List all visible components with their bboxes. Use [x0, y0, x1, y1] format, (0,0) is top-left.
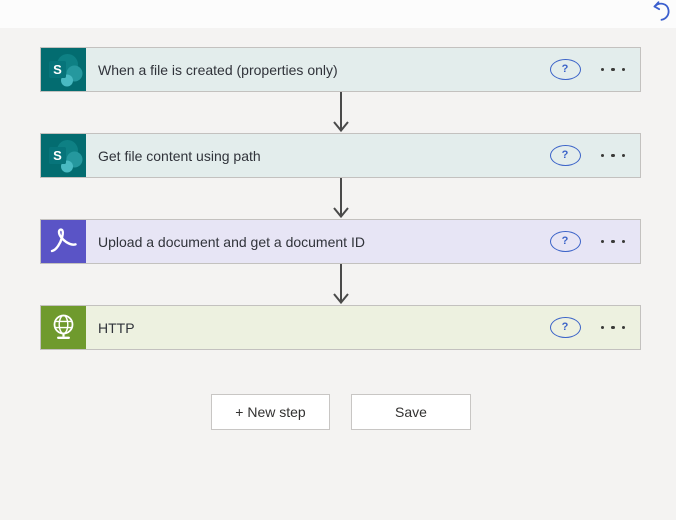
more-options-icon[interactable] [599, 61, 628, 79]
step-title: HTTP [98, 319, 135, 336]
dot [600, 239, 604, 244]
connector-arrow-icon[interactable] [332, 178, 350, 219]
card-actions: ? [549, 48, 641, 91]
flow-step-upload-document[interactable]: Upload a document and get a document ID … [40, 219, 641, 264]
flow-step-when-file-created[interactable]: S When a file is created (properties onl… [40, 47, 641, 92]
help-icon[interactable]: ? [549, 59, 581, 80]
flow-step-http[interactable]: HTTP ? [40, 305, 641, 350]
dot [611, 153, 615, 158]
svg-text:S: S [53, 62, 62, 77]
flow-step-get-file-content[interactable]: S Get file content using path ? [40, 133, 641, 178]
sharepoint-icon: S [41, 48, 86, 91]
more-options-icon[interactable] [599, 319, 628, 337]
dot [621, 239, 625, 244]
help-icon[interactable]: ? [549, 231, 581, 252]
new-step-button[interactable]: + New step [211, 394, 330, 430]
save-button[interactable]: Save [351, 394, 471, 430]
sharepoint-icon: S [41, 134, 86, 177]
card-actions: ? [549, 220, 641, 263]
step-title: Get file content using path [98, 147, 261, 164]
dot [611, 67, 615, 72]
dot [600, 153, 604, 158]
dot [621, 153, 625, 158]
help-icon[interactable]: ? [549, 145, 581, 166]
dot [621, 325, 625, 330]
undo-icon [653, 1, 670, 21]
connector-arrow-icon[interactable] [332, 92, 350, 133]
dot [611, 239, 615, 244]
dot [621, 67, 625, 72]
step-title: When a file is created (properties only) [98, 61, 338, 78]
card-actions: ? [549, 134, 641, 177]
undo-button[interactable] [648, 0, 674, 26]
step-title: Upload a document and get a document ID [98, 233, 365, 250]
more-options-icon[interactable] [599, 233, 628, 251]
card-actions: ? [549, 306, 641, 349]
more-options-icon[interactable] [599, 147, 628, 165]
dot [611, 325, 615, 330]
adobe-acrobat-icon [41, 220, 86, 263]
connector-arrow-icon[interactable] [332, 264, 350, 305]
dot [600, 67, 604, 72]
canvas-top-band [0, 0, 676, 28]
svg-text:S: S [53, 148, 62, 163]
http-globe-icon [41, 306, 86, 349]
dot [600, 325, 604, 330]
help-icon[interactable]: ? [549, 317, 581, 338]
